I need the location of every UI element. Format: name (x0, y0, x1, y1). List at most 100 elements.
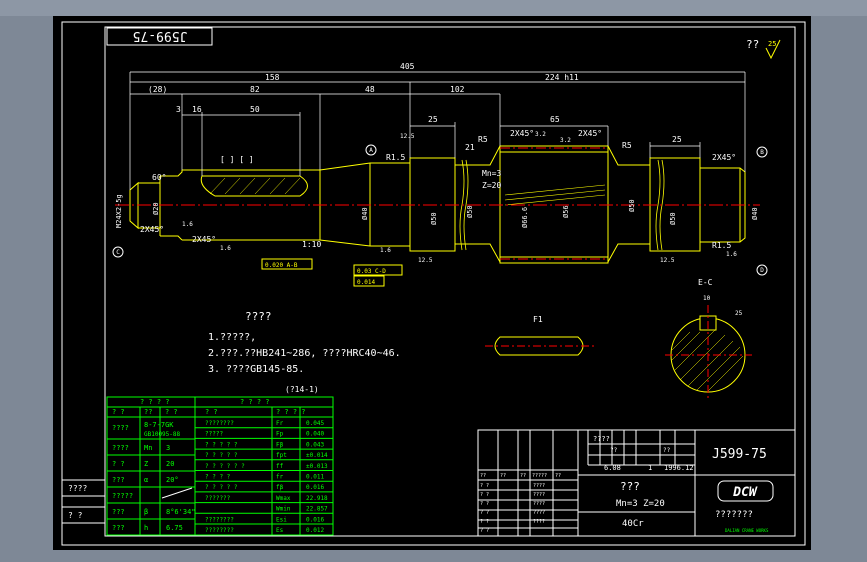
gear-row-symbol: α (144, 476, 148, 484)
dim-50: 50 (250, 105, 260, 114)
company-logo-box (717, 480, 774, 502)
rough-125a: 12.5 (418, 257, 433, 264)
gear-diagonal (161, 487, 193, 499)
rough-16b: 1.6 (380, 247, 391, 254)
check-row-value: 0.016 (306, 516, 324, 523)
phi50b-label: Ø50 (466, 205, 474, 218)
radius-r5b: R5 (622, 141, 632, 150)
radius-r15a: R1.5 (386, 153, 405, 162)
check-row-symbol: Es (276, 527, 284, 534)
phi66-label: Ø66.6 (521, 207, 529, 228)
tolerance-1: 0.020 A-B (265, 262, 298, 269)
check-row-value: 0.040 (306, 431, 324, 438)
dim-28: (28) (148, 85, 167, 94)
part-count: 1 (648, 464, 652, 472)
gear-row-value: 8°6'34" (166, 508, 196, 516)
rotated-drawing-number: J599-75 (133, 28, 188, 43)
tolerance-frame-1 (261, 258, 313, 270)
roughness-symbol (765, 39, 781, 60)
tb-col-label: ?? (520, 473, 526, 479)
gear-col-3: ? ? (165, 408, 178, 416)
chamfer-2: 2X45° (578, 129, 602, 138)
check-row-name: ???????? (205, 527, 234, 534)
tb-row-label: ? ? (480, 483, 489, 489)
section-width: 10 (703, 295, 711, 302)
rotated-number-box (106, 27, 213, 46)
check-row-symbol: Wmax (276, 495, 291, 502)
datum-b: B (760, 149, 764, 156)
phi50d-label: Ø50 (669, 212, 677, 225)
check-row-name: ? ? ? ? ? (205, 441, 238, 448)
tb-sign-cell: ???? (533, 483, 545, 489)
roughness-note: ?? (746, 38, 759, 51)
gear-row-symbol: Mn (144, 444, 152, 452)
viewer-top-bar (0, 0, 867, 16)
check-row-name: ??????? (205, 495, 231, 502)
check-table-header: ? ? ? ? (240, 398, 270, 406)
check-row-value: 0.012 (306, 527, 324, 534)
gear-row-symbol: β (144, 508, 148, 516)
tb-row-label: ? ? (480, 492, 489, 498)
check-row-value: ±0.013 (306, 463, 328, 470)
check-row-name: ? ? ? ? (205, 474, 231, 481)
phi40-label: Ø40 (361, 207, 369, 220)
dim-158: 158 (265, 73, 280, 82)
tech-req-title: ???? (245, 310, 272, 323)
company-line: ??????? (715, 510, 753, 520)
gear-row-value: 6.75 (166, 524, 183, 532)
rough-16d: 1.6 (182, 221, 193, 228)
rough-32b: 3.2 (560, 137, 571, 144)
inner-frame (104, 26, 796, 537)
chamfer-4: 2X45° (140, 225, 164, 234)
check-row-name: ???????? (205, 516, 234, 523)
check-row-symbol: Wmin (276, 506, 291, 513)
tb-row-label: ? ? (480, 501, 489, 507)
title-block (477, 429, 796, 537)
gear-row-name: ??? (112, 524, 125, 532)
title-block-rows: ?????????????? ?? ?? ?? ?? ?? ??????????… (480, 473, 561, 534)
tech-req-line-2: 2.???.??HB241~286, ????HRC40~46. (208, 348, 401, 359)
gear-standard: GB10095-88 (144, 431, 181, 438)
rough-16a: 1.6 (220, 245, 231, 252)
teeth-text: Z=20 (482, 181, 501, 190)
check-row-value: 22.918 (306, 495, 328, 502)
scale-label: ?? (663, 447, 671, 454)
check-col-2: ? ? ? ? (276, 408, 306, 416)
dimension-lines (129, 71, 746, 190)
tolerance-frame-2 (353, 264, 403, 276)
datum-d-circle (756, 264, 768, 276)
gear-row-symbol: Z (144, 460, 148, 468)
phi40b-label: Ø40 (751, 207, 759, 220)
tb-col-label: ????? (532, 473, 547, 479)
gear-col-1: ? ? (112, 408, 125, 416)
company-tiny: DALIAN CRANE WORKS (725, 528, 769, 533)
view-f1-label: F1 (533, 315, 543, 324)
drawing-canvas[interactable] (53, 16, 811, 550)
title-block-number: J599-75 (712, 447, 767, 462)
part-name: ??? (620, 480, 640, 493)
check-row-symbol: Fr (276, 420, 284, 427)
datum-a-circle (365, 144, 377, 156)
tb-sign-cell: ???? (533, 519, 545, 525)
section-ec-label: E-C (698, 278, 713, 287)
gear-row-value: 20 (166, 460, 174, 468)
dim-82: 82 (250, 85, 260, 94)
module-text: Mn=3 (482, 169, 501, 178)
chamfer-3: 2X45° (712, 153, 736, 162)
phi50c-label: Ø50 (628, 199, 636, 212)
check-row-name: ????? (205, 431, 223, 438)
company-logo: DCW (732, 485, 758, 500)
datum-a: A (369, 147, 373, 154)
detail-label: [ ] [ ] (220, 155, 254, 164)
rough-125c: 12.5 (400, 133, 415, 140)
stage-labels: ???? (593, 435, 610, 443)
dim-25a: 25 (428, 115, 438, 124)
dim-48: 48 (365, 85, 375, 94)
dim-102: 102 (450, 85, 465, 94)
gear-row-symbol: h (144, 524, 148, 532)
datum-b-circle (756, 146, 768, 158)
thread-label: M24X2-5g (115, 194, 123, 228)
